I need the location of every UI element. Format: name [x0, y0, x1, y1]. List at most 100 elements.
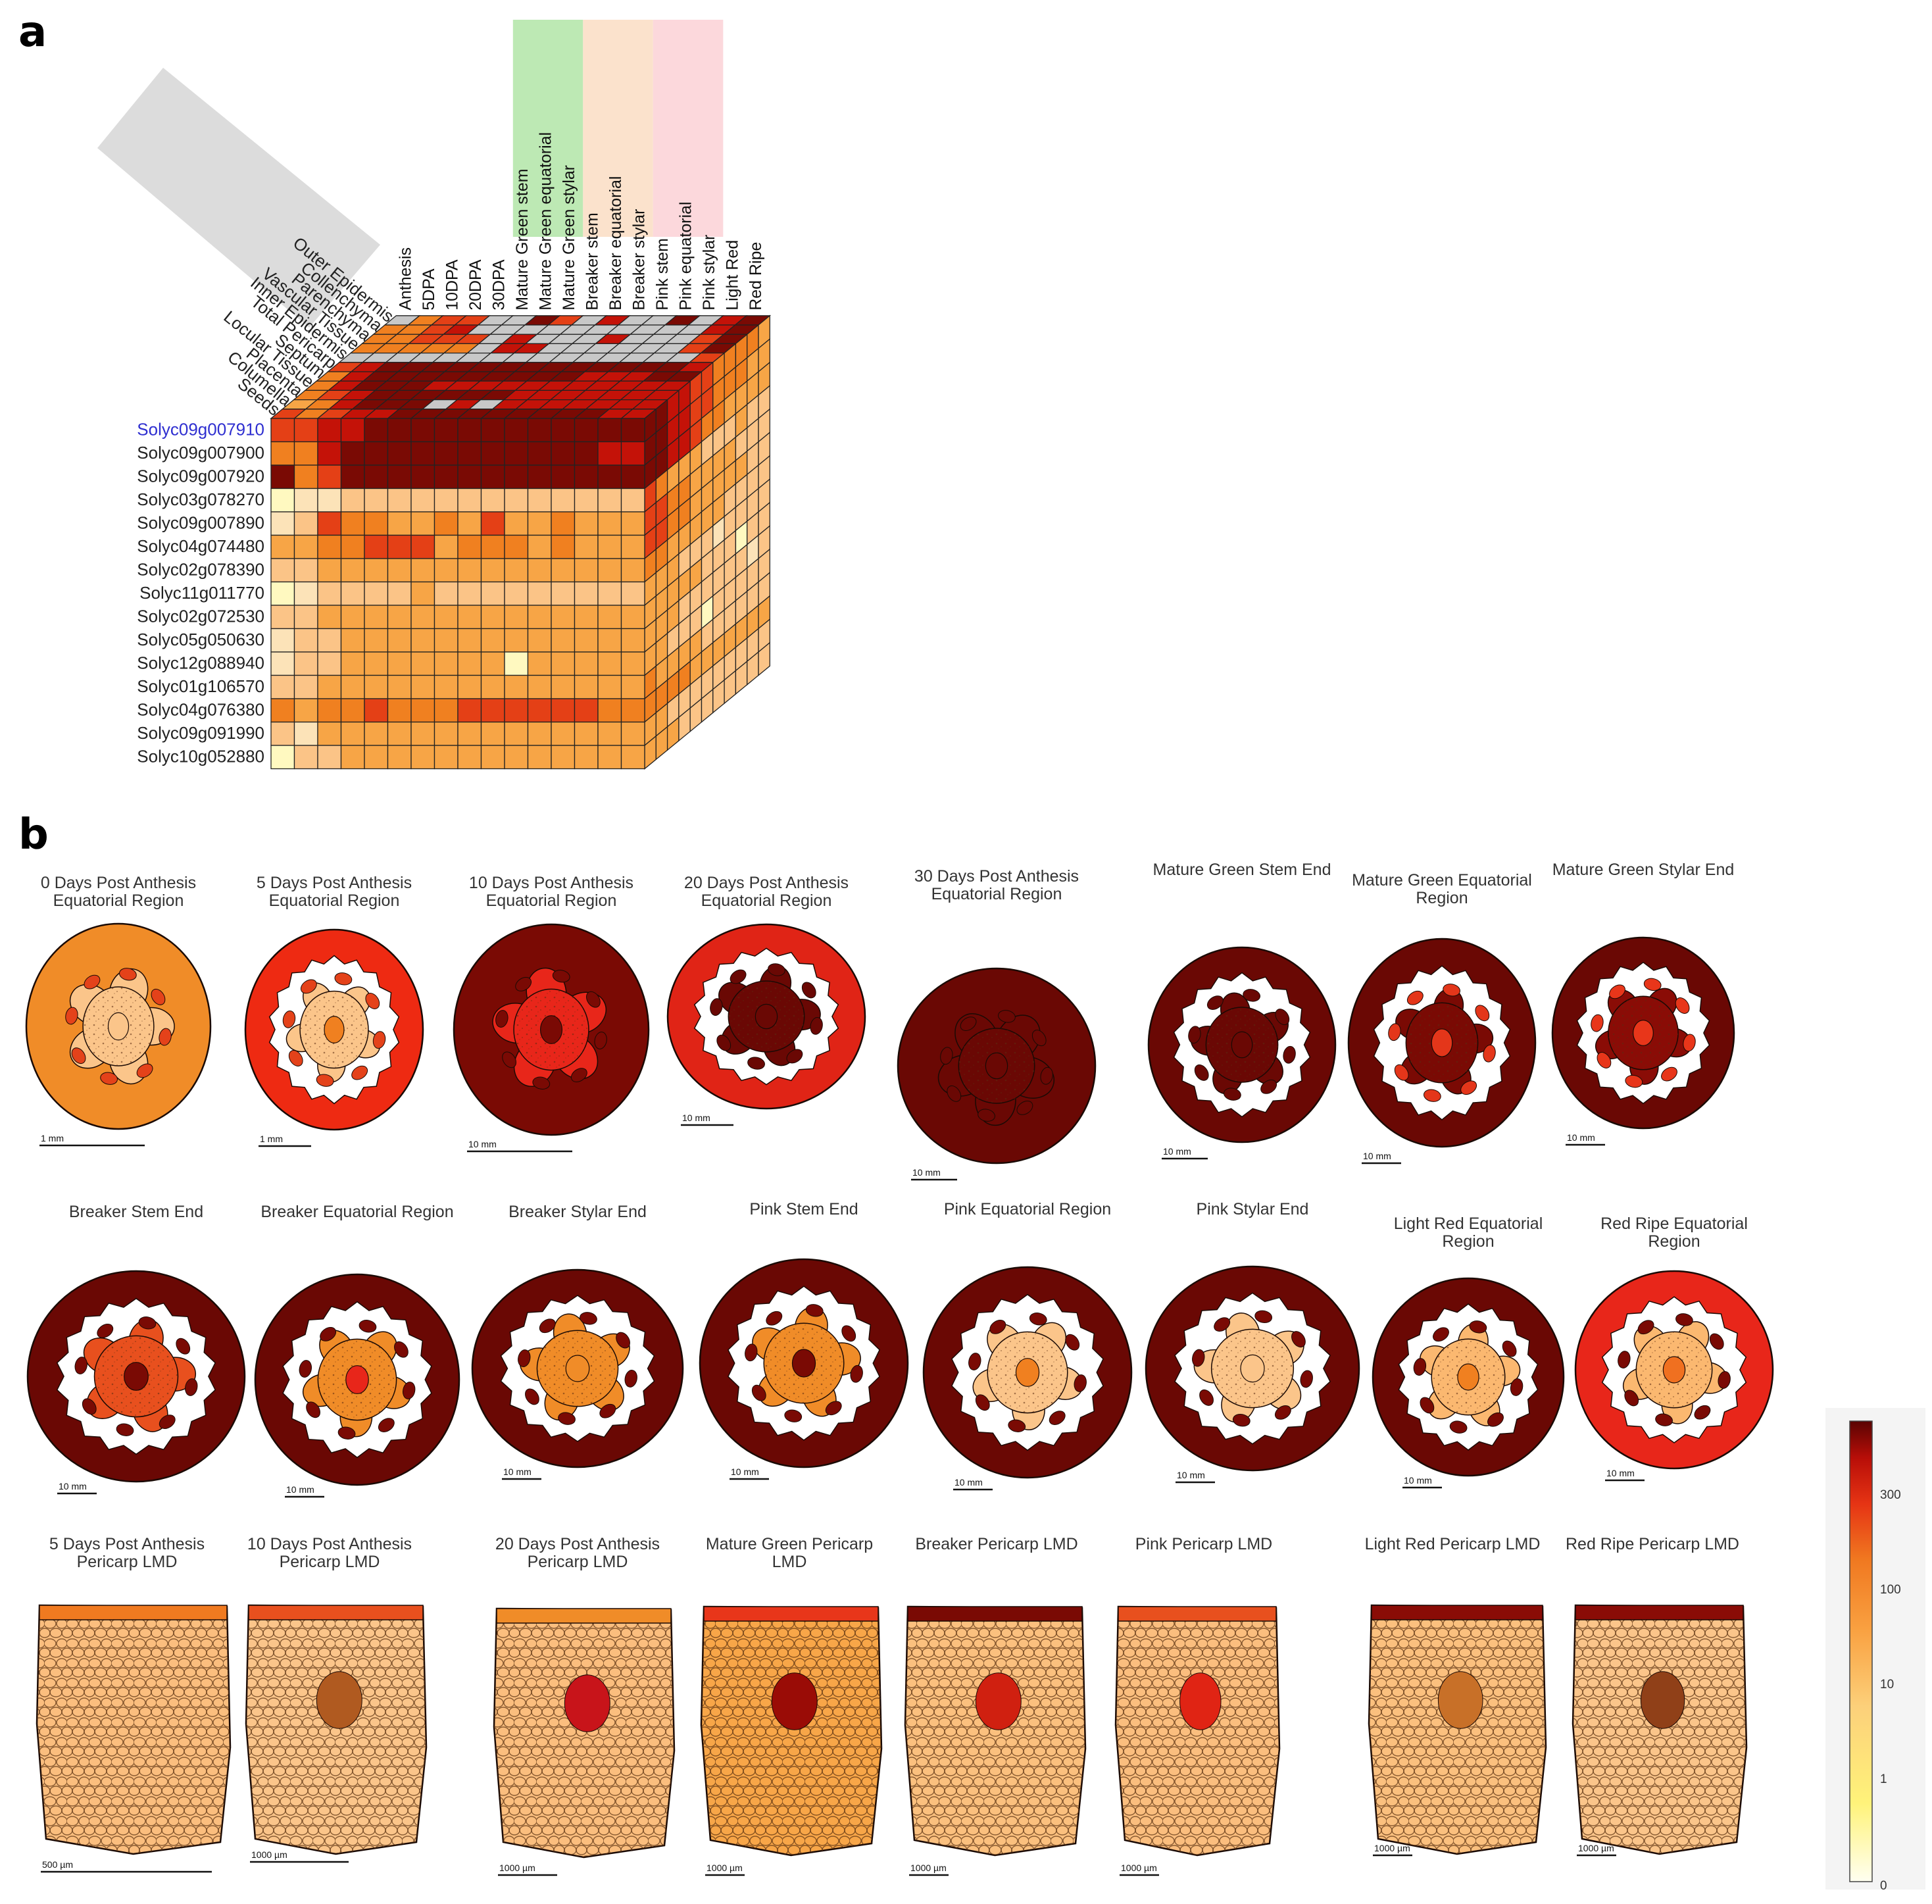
front-cell — [364, 511, 389, 536]
front-cell — [551, 441, 576, 466]
front-cell — [387, 511, 412, 536]
seed — [1260, 1080, 1277, 1094]
scale-bar-label: 10 mm — [1363, 1151, 1391, 1161]
front-cell — [620, 488, 645, 513]
front-cell — [340, 674, 365, 699]
vascular-bundle — [316, 1671, 362, 1729]
expression-cube: Solyc09g007910Solyc09g007900Solyc09g0079… — [97, 20, 772, 770]
front-cell — [620, 674, 645, 699]
seed — [747, 1057, 765, 1070]
fruit-section — [26, 1270, 246, 1483]
vascular-bundle — [1437, 1671, 1483, 1729]
fruit-section — [1347, 938, 1537, 1148]
front-cell — [364, 698, 389, 723]
front-cell — [317, 534, 342, 559]
front-cell — [340, 698, 365, 723]
fruit-center — [345, 1365, 369, 1394]
front-cell — [504, 464, 529, 489]
seed — [185, 1378, 198, 1396]
pericarp-section — [36, 1604, 232, 1855]
fruit-section — [666, 923, 866, 1110]
front-cell — [551, 534, 576, 559]
seed — [940, 1047, 953, 1065]
pericarp-epidermis — [907, 1606, 1083, 1622]
seed — [1709, 1333, 1724, 1350]
seed — [616, 1332, 630, 1349]
front-cell — [364, 441, 389, 466]
colorbar-tick-1: 1 — [1880, 1772, 1887, 1786]
seed — [716, 1034, 731, 1051]
pericarp-section — [700, 1605, 883, 1857]
front-cell — [457, 558, 482, 583]
front-cell — [480, 558, 505, 583]
seed — [402, 1382, 416, 1399]
front-cell — [387, 558, 412, 583]
front-cell — [527, 605, 552, 630]
seed — [372, 1031, 386, 1049]
front-cell — [387, 441, 412, 466]
seed — [119, 968, 137, 981]
section-title: 0 Days Post Anthesis — [41, 874, 196, 892]
front-cell — [597, 511, 622, 536]
gene-label-solyc09g007900: Solyc09g007900 — [137, 443, 264, 463]
scale-bar-label: 10 mm — [503, 1466, 532, 1477]
section-title: Breaker Equatorial Region — [260, 1203, 453, 1221]
seed — [1291, 1331, 1306, 1348]
section-title: Pericarp LMD — [528, 1553, 628, 1571]
stage-band-mature-green — [512, 20, 583, 237]
colorbar-panel — [1825, 1408, 1925, 1890]
stage-label-breaker-stem: Breaker stem — [583, 213, 601, 311]
seed — [316, 1074, 334, 1087]
front-cell — [340, 464, 365, 489]
front-cell — [270, 441, 295, 466]
seed — [1424, 1089, 1441, 1102]
front-cell — [527, 628, 552, 653]
fruit-center — [539, 1015, 563, 1044]
front-cell — [317, 674, 342, 699]
front-cell — [387, 628, 412, 653]
front-cell — [504, 511, 529, 536]
front-cell — [457, 721, 482, 746]
front-cell — [270, 605, 295, 630]
gene-label-solyc02g072530: Solyc02g072530 — [137, 607, 264, 626]
front-cell — [317, 698, 342, 723]
front-cell — [551, 745, 576, 770]
seed — [710, 998, 723, 1016]
scale-bar-label: 10 mm — [59, 1481, 87, 1491]
seed — [968, 1353, 981, 1370]
front-cell — [340, 534, 365, 559]
front-cell — [574, 488, 599, 513]
fruit-section — [922, 1266, 1133, 1479]
pericarp-cells — [246, 1605, 426, 1854]
scale-bar-label: 10 mm — [286, 1484, 314, 1495]
seed — [351, 1065, 368, 1080]
front-cell — [620, 441, 645, 466]
section-title: Pink Equatorial Region — [944, 1200, 1111, 1218]
gene-label-solyc12g088940: Solyc12g088940 — [137, 653, 264, 673]
fruit-center — [324, 1016, 345, 1043]
front-cell — [293, 558, 318, 583]
front-cell — [551, 581, 576, 606]
front-cell — [574, 674, 599, 699]
seed — [1609, 984, 1625, 999]
seed — [1718, 1371, 1731, 1389]
cube-front-face — [270, 418, 645, 770]
section-title: Red Ripe Pericarp LMD — [1566, 1535, 1739, 1553]
scale-bar-label: 10 mm — [682, 1113, 710, 1123]
front-cell — [457, 651, 482, 676]
stage-label-10dpa: 10DPA — [443, 259, 461, 311]
front-cell — [387, 605, 412, 630]
section-title: Equatorial Region — [486, 891, 617, 910]
front-cell — [387, 464, 412, 489]
section-title: Red Ripe Equatorial — [1600, 1215, 1748, 1233]
front-cell — [457, 464, 482, 489]
seed — [1433, 1327, 1449, 1342]
front-cell — [574, 628, 599, 653]
pericarp-epidermis — [1118, 1606, 1277, 1622]
front-cell — [504, 418, 529, 443]
seed — [159, 1028, 172, 1046]
seed — [730, 969, 747, 984]
fruit-center — [1240, 1354, 1265, 1383]
front-cell — [480, 674, 505, 699]
stage-label-20dpa: 20DPA — [466, 259, 485, 311]
